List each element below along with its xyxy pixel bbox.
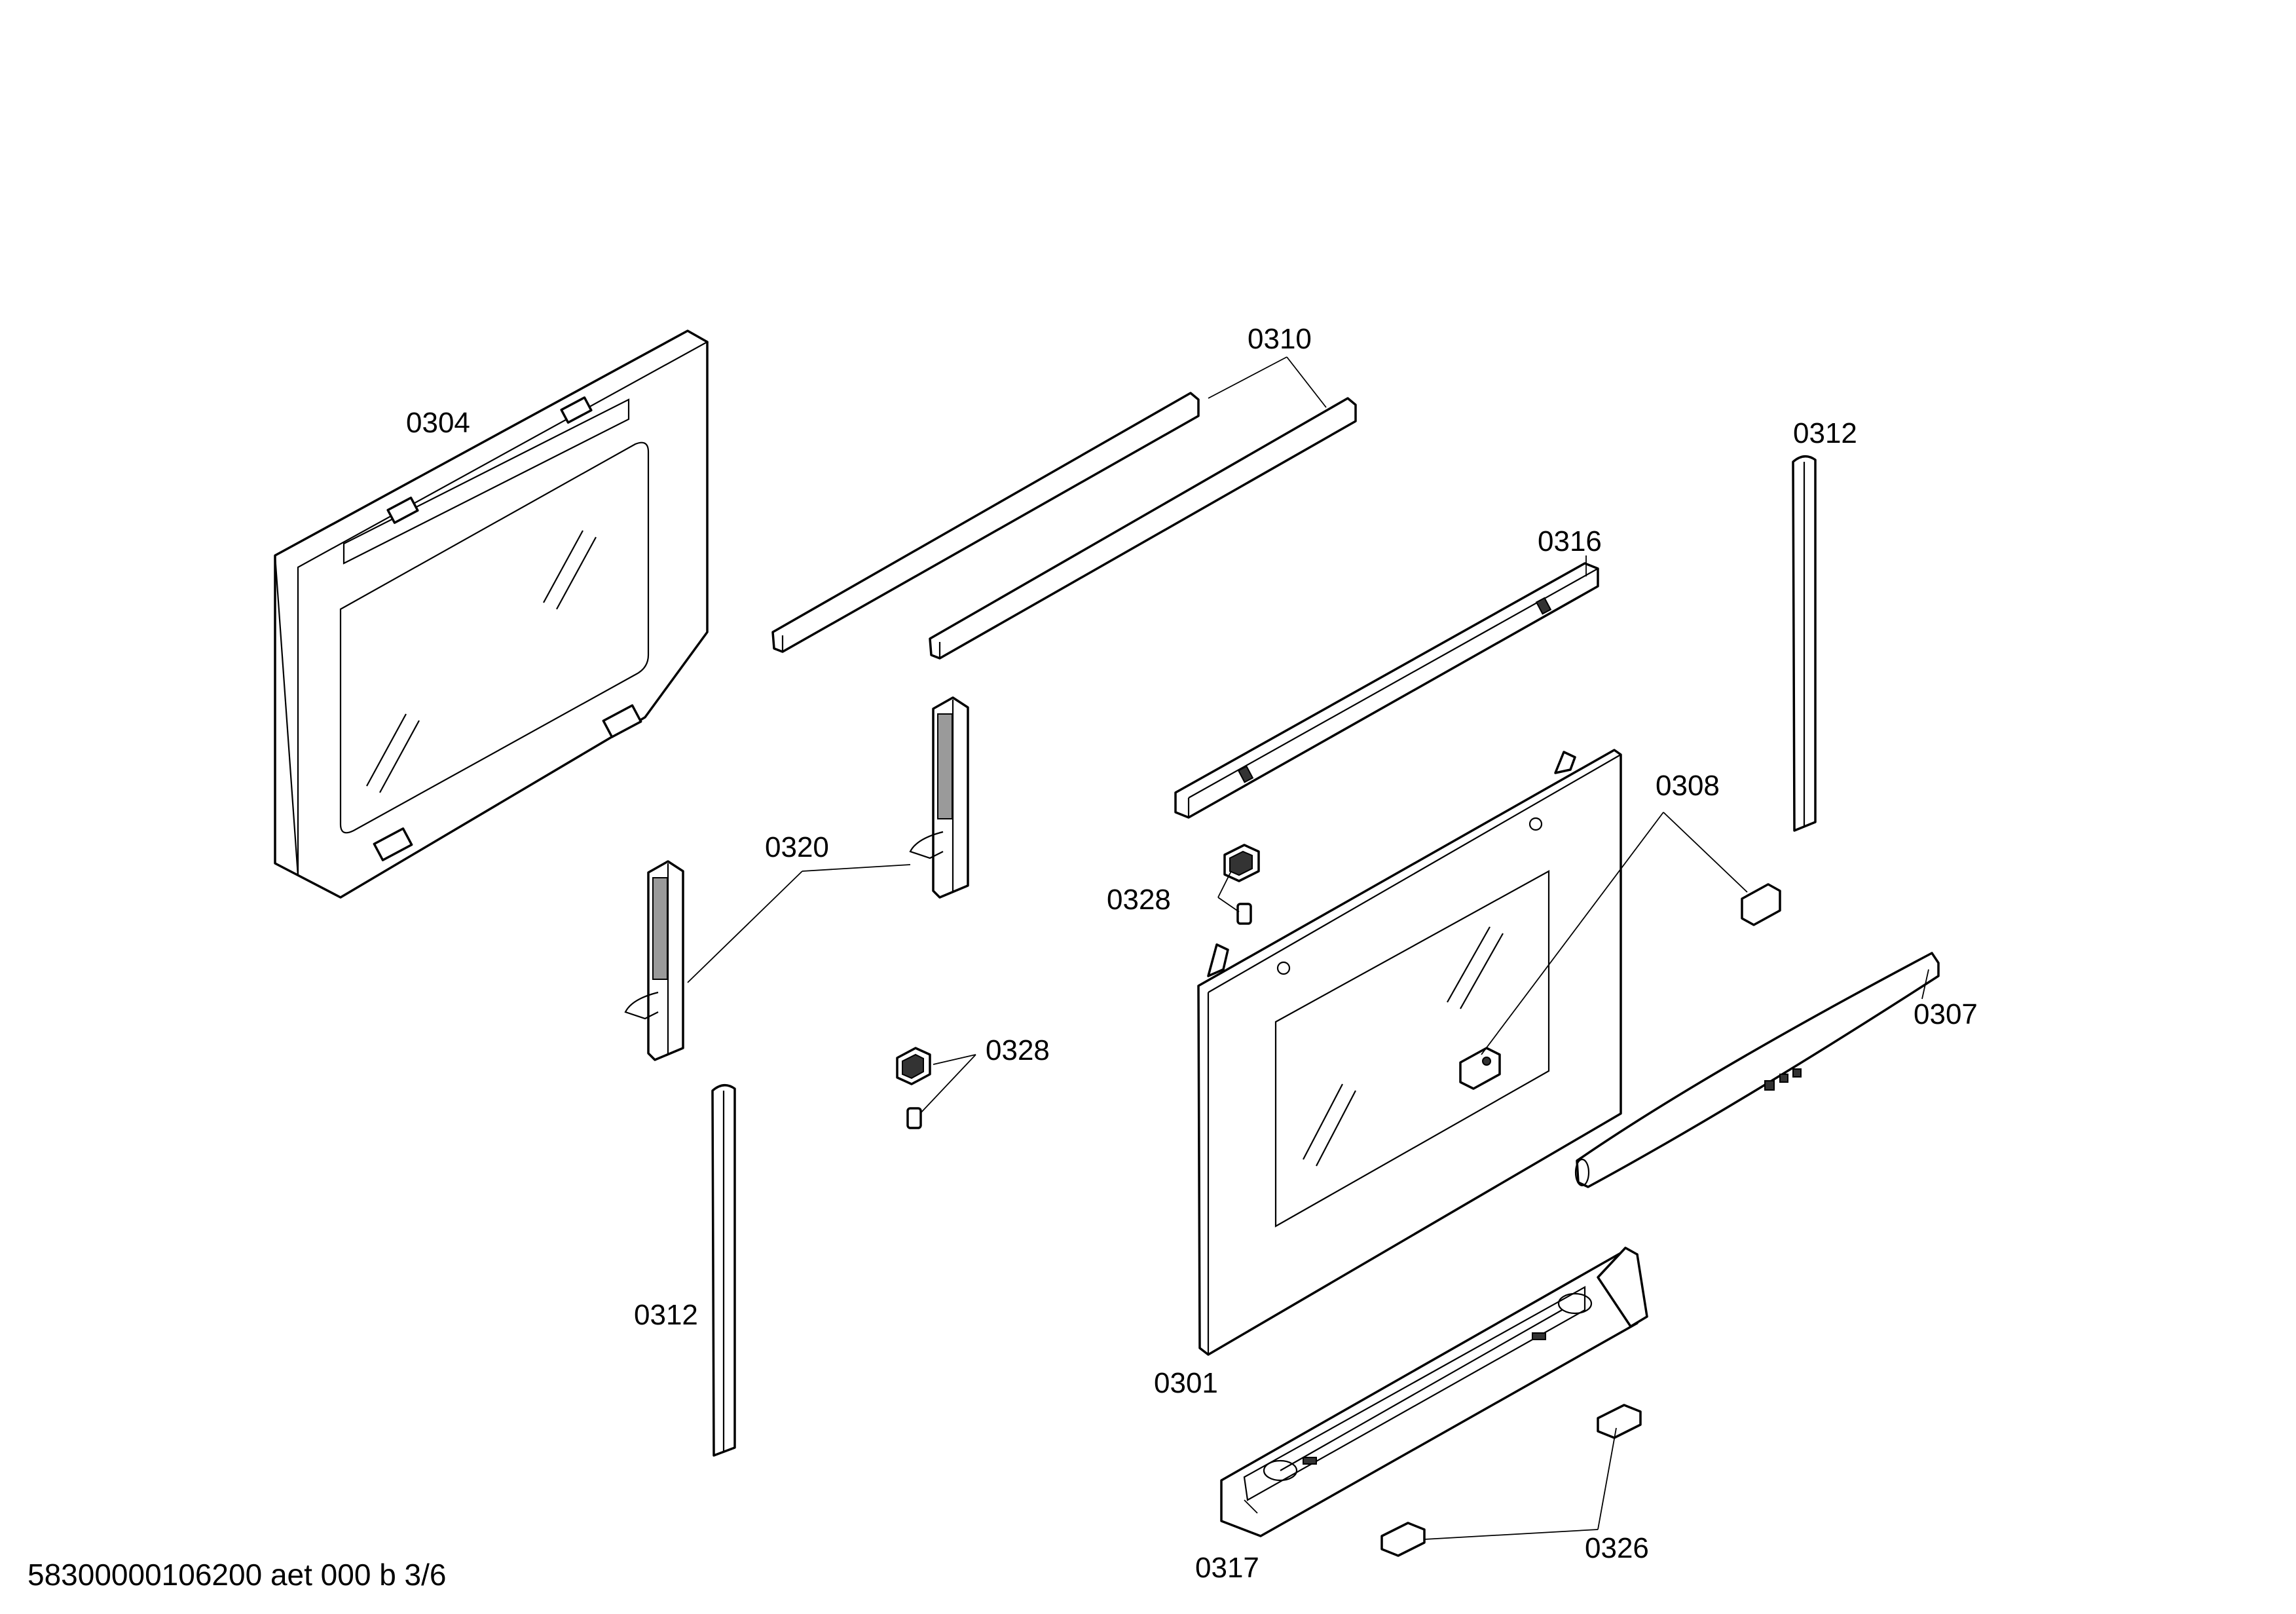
part-0308-block-right bbox=[1741, 883, 1781, 926]
label-0328-upper: 0328 bbox=[1107, 884, 1171, 916]
drawing-reference-number: 58300000106200 aet 000 b 3/6 bbox=[28, 1558, 447, 1592]
part-0301-outer-door-glass bbox=[1197, 749, 1622, 1356]
label-0307: 0307 bbox=[1914, 998, 1978, 1030]
part-0320-hinge-right bbox=[909, 696, 969, 899]
part-0312-vertical-strip-top bbox=[1792, 455, 1817, 832]
label-0312-top: 0312 bbox=[1793, 417, 1857, 449]
label-0308: 0308 bbox=[1656, 770, 1720, 802]
part-0326-clip-left bbox=[1380, 1522, 1426, 1557]
part-0312-vertical-strip-bottom bbox=[711, 1084, 736, 1457]
label-0312-bottom: 0312 bbox=[634, 1299, 698, 1331]
label-0310: 0310 bbox=[1248, 323, 1312, 355]
part-0320-hinge-left bbox=[624, 860, 684, 1061]
label-0320: 0320 bbox=[765, 831, 829, 863]
leader-lines bbox=[687, 356, 1929, 1540]
label-0304: 0304 bbox=[406, 407, 470, 439]
part-0326-clip-right bbox=[1597, 1404, 1642, 1439]
label-0316: 0316 bbox=[1538, 525, 1602, 557]
part-0328-clip-upper bbox=[1223, 844, 1260, 925]
label-0328-lower: 0328 bbox=[986, 1034, 1050, 1066]
part-0310-rails bbox=[771, 392, 1357, 660]
label-0326: 0326 bbox=[1585, 1532, 1649, 1564]
part-0307-door-handle bbox=[1574, 952, 1940, 1188]
label-0301: 0301 bbox=[1154, 1367, 1218, 1399]
part-0316-profile-bar bbox=[1174, 562, 1599, 819]
part-0317-bottom-frame bbox=[1220, 1247, 1648, 1537]
part-0328-clip-lower bbox=[896, 1047, 931, 1129]
part-0304-inner-glass-panel bbox=[274, 329, 709, 899]
label-0317: 0317 bbox=[1195, 1552, 1259, 1584]
